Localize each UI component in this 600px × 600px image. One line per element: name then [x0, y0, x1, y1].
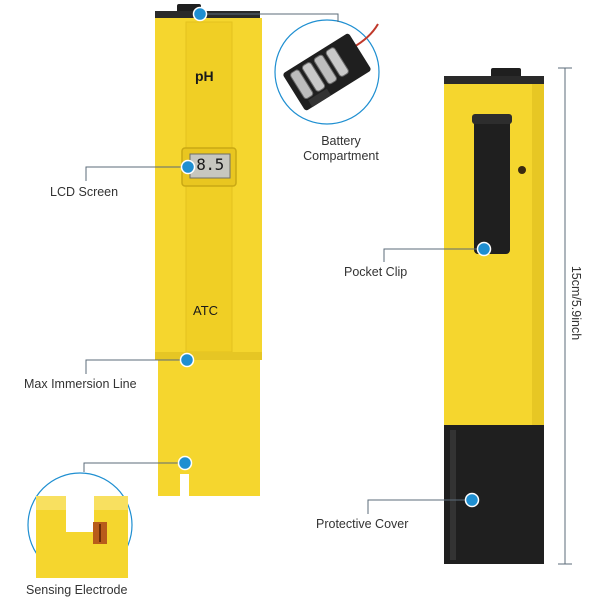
battery-leader: [200, 13, 339, 22]
dimension-bracket: [558, 67, 572, 565]
lcd-dot: [180, 159, 196, 175]
immersion-label: Max Immersion Line: [24, 377, 137, 391]
pocket-clip-top: [472, 114, 512, 124]
lcd-label: LCD Screen: [50, 185, 119, 199]
electrode-tip-body: [36, 500, 128, 578]
back-pen-hole: [518, 166, 526, 174]
battery-label: Battery Compartment: [296, 134, 386, 164]
clip-dot: [476, 241, 492, 257]
callout-dots: [177, 6, 492, 508]
battery-cell-2: [301, 62, 326, 92]
electrode-label: Sensing Electrode: [26, 583, 128, 597]
immersion-dot: [179, 352, 195, 368]
cover-leader: [367, 499, 472, 514]
electrode-inset: [27, 472, 133, 578]
ph-text: pH: [195, 68, 214, 84]
clip-leader: [383, 248, 484, 262]
battery-holder-tab: [308, 88, 332, 108]
battery-cell-4: [325, 47, 349, 77]
battery-label-line-2: Compartment: [303, 149, 379, 163]
front-pen-top-band: [155, 11, 260, 19]
callout-lines: [83, 13, 484, 514]
front-pen: [155, 4, 262, 496]
electrode-dot: [177, 455, 193, 471]
lcd-screen: [189, 153, 231, 179]
cover-dot: [464, 492, 480, 508]
pocket-clip-shape: [474, 118, 510, 254]
front-pen-probe: [158, 360, 260, 496]
immersion-leader: [85, 359, 187, 374]
front-pen-probe-slot: [180, 474, 189, 496]
back-pen-shade: [532, 84, 544, 429]
front-pen-step: [155, 352, 262, 360]
battery-inset: [274, 19, 380, 125]
cover-label: Protective Cover: [316, 517, 409, 531]
back-pen-cover-highlight: [450, 430, 456, 560]
front-pen-groove: [185, 21, 233, 353]
back-pen-top-band: [444, 76, 544, 85]
back-pen-cap: [491, 68, 521, 78]
electrode-leader: [83, 462, 185, 472]
back-pen-cover: [444, 425, 544, 564]
clip-label: Pocket Clip: [344, 265, 408, 279]
battery-dot: [192, 6, 208, 22]
back-pen: [444, 68, 544, 564]
atc-text: ATC: [193, 303, 219, 318]
electrode-notch: [66, 496, 94, 532]
lcd-value: 8.5: [196, 155, 224, 174]
dimension-label: 15cm/5.9inch: [569, 265, 583, 341]
lcd-leader: [85, 166, 186, 181]
battery-cell-3: [313, 54, 337, 85]
battery-label-line-1: Battery: [321, 134, 361, 148]
battery-cell-1: [290, 69, 314, 100]
